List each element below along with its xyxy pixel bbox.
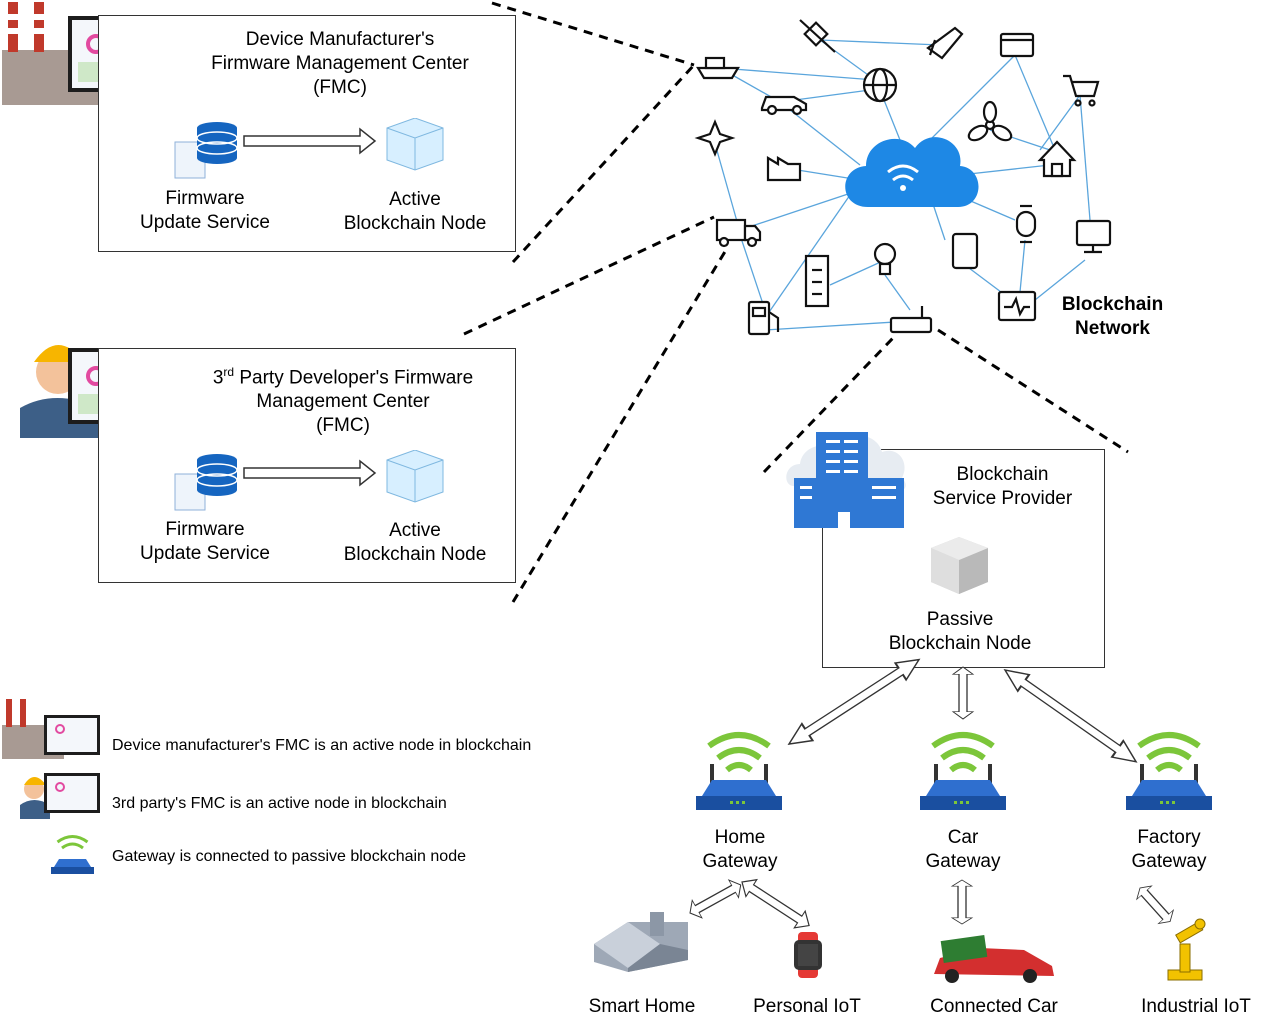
globe-icon [862, 67, 898, 103]
credit-card-icon [999, 32, 1035, 58]
personal-iot-link-arrow [735, 872, 816, 935]
blockchain-network-label: Blockchain Network [1061, 294, 1164, 339]
factory-gateway-label: Factory Gateway [1131, 827, 1207, 872]
passive-node-cube-icon [931, 537, 988, 594]
home-gateway-router-icon [696, 735, 782, 810]
monitor-share-icon [1075, 219, 1112, 254]
factory-gateway-router-icon [1126, 735, 1212, 810]
fuel-pump-icon [747, 300, 780, 336]
car-icon [760, 95, 808, 116]
device-label-smart-home: Smart Home [588, 996, 696, 1017]
industrial-iot-link-arrow [1132, 880, 1179, 929]
car-gateway-label: Car Gateway [925, 827, 1001, 872]
third-party-service-graphics [174, 450, 444, 511]
legend-item-manufacturer: Device manufacturer's FMC is an active n… [112, 737, 532, 754]
manufacturer-node-label: Active Blockchain Node [343, 189, 487, 234]
device-label-industrial-iot: Industrial IoT [1141, 996, 1251, 1017]
third-party-service-label: Firmware Update Service [140, 519, 270, 564]
legend-icons [2, 699, 100, 874]
database-icon [174, 454, 238, 511]
smart-home-link-arrow [684, 875, 747, 923]
provider-building-icon [786, 432, 906, 528]
car-gateway-link-arrow [952, 666, 974, 720]
active-node-cube-icon [386, 450, 444, 503]
network-icons [694, 19, 1112, 336]
arrow-icon [243, 127, 377, 155]
service-provider-title: Blockchain Service Provider [932, 464, 1073, 509]
third-party-fmc-box [98, 348, 516, 583]
compass-icon [694, 119, 736, 157]
smartwatch-icon [794, 932, 822, 978]
arrow-icon [243, 459, 377, 487]
dashed-connectors [463, 1, 1129, 603]
airplane-icon [926, 26, 964, 60]
manufacturer-service-graphics [174, 118, 444, 179]
skyscraper-icon [804, 254, 830, 308]
factory-gateway-link-arrow [998, 660, 1143, 771]
smartphone-icon [951, 232, 979, 270]
legend-router-icon [51, 835, 94, 874]
smart-home-icon [594, 912, 688, 972]
device-label-personal-iot: Personal IoT [753, 996, 861, 1017]
legend-factory-monitor-icon [2, 699, 100, 759]
manufacturer-fmc-title: Device Manufacturer's Firmware Managemen… [211, 29, 469, 98]
heart-monitor-icon [997, 290, 1037, 322]
legend-developer-monitor-icon [20, 773, 100, 819]
home-gateway-link-arrow [782, 650, 926, 754]
home-icon [1037, 140, 1077, 178]
ship-icon [696, 56, 740, 80]
fan-icon [967, 100, 1013, 142]
router-icon [889, 306, 933, 334]
manufacturer-fmc-box [98, 15, 516, 252]
manufacturer-service-label: Firmware Update Service [140, 188, 270, 233]
satellite-icon [799, 19, 836, 53]
active-node-cube-icon [386, 118, 444, 171]
industrial-robot-icon [1167, 918, 1206, 981]
device-label-connected-car: Connected Car [930, 996, 1058, 1017]
legend-item-third-party: 3rd party's FMC is an active node in blo… [112, 795, 447, 812]
third-party-node-label: Active Blockchain Node [343, 520, 487, 565]
factory-icon [766, 156, 802, 182]
shopping-cart-icon [1063, 74, 1100, 107]
home-gateway-label: Home Gateway [702, 827, 778, 872]
database-icon [174, 122, 238, 179]
connected-car-icon [934, 935, 1054, 983]
wifi-cloud-icon [845, 137, 979, 207]
lightbulb-icon [873, 242, 897, 276]
car-gateway-router-icon [920, 735, 1006, 810]
passive-node-label: Passive Blockchain Node [888, 609, 1032, 654]
third-party-fmc-title: 3rd Party Developer's Firmware Managemen… [212, 365, 474, 437]
connected-car-link-arrow [951, 879, 973, 925]
truck-icon [715, 218, 762, 248]
legend-item-gateway: Gateway is connected to passive blockcha… [112, 848, 466, 865]
smartwatch-icon [1015, 204, 1037, 244]
